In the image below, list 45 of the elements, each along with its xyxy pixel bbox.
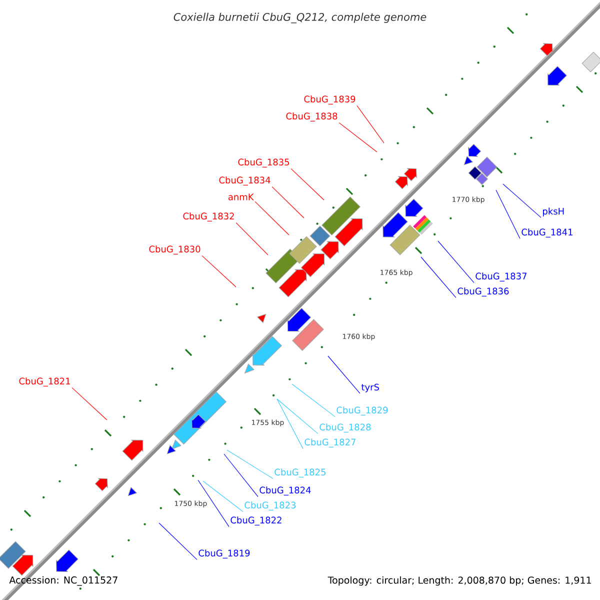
gene-label: CbuG_1834 bbox=[219, 176, 270, 186]
leader-line bbox=[276, 398, 318, 434]
leader-line bbox=[420, 256, 456, 298]
gene-label: CbuG_1836 bbox=[458, 288, 509, 296]
leader-line bbox=[356, 105, 384, 144]
gene-label: CbuG_1823 bbox=[244, 502, 296, 510]
gene-label: CbuG_1827 bbox=[304, 438, 356, 448]
leader-line bbox=[198, 480, 230, 527]
gene-label: CbuG_1837 bbox=[476, 272, 526, 282]
leader-line bbox=[328, 356, 360, 394]
leader-line bbox=[338, 122, 378, 152]
leader-line bbox=[272, 186, 304, 218]
gene-label: CbuG_1835 bbox=[238, 158, 290, 168]
leader-line bbox=[276, 398, 304, 449]
leader-line bbox=[224, 454, 258, 497]
gene-label: CbuG_1829 bbox=[336, 406, 388, 416]
gene-label: CbuG_1819 bbox=[198, 550, 250, 558]
gene-label: CbuG_1841 bbox=[522, 228, 572, 238]
gene-label: CbuG_1824 bbox=[260, 486, 311, 496]
gene-label: CbuG_1828 bbox=[320, 424, 371, 432]
leader-line bbox=[290, 168, 324, 200]
leader-line bbox=[202, 480, 244, 512]
leader-line bbox=[254, 201, 290, 236]
leader-line bbox=[236, 222, 268, 256]
gene-label: CbuG_1838 bbox=[286, 112, 338, 122]
gene-label: CbuG_1830 bbox=[149, 246, 200, 254]
gene-label: CbuG_1821 bbox=[19, 378, 70, 386]
leader-line bbox=[438, 240, 474, 283]
gene-label: CbuG_1825 bbox=[274, 468, 326, 478]
leader-line bbox=[158, 522, 198, 560]
gene-label: anmK bbox=[228, 194, 254, 200]
gene-label: CbuG_1822 bbox=[230, 516, 282, 526]
leader-line bbox=[502, 184, 542, 218]
gene-label: tyrS bbox=[361, 384, 379, 392]
gene-label: pksH bbox=[543, 208, 564, 216]
leader-line bbox=[202, 255, 236, 288]
footer-text: Accession: NC_011527 bbox=[9, 576, 118, 586]
leader-line bbox=[292, 384, 336, 417]
title: Coxiella burnetii CbuG_Q212, complete genome bbox=[174, 12, 426, 24]
leader-line bbox=[496, 190, 520, 239]
footer-text: Topology: circular; Length: 2,008,870 bp; Genes: 1,911 bbox=[328, 576, 591, 586]
gene-label: CbuG_1839 bbox=[304, 96, 356, 104]
leader-line bbox=[226, 450, 274, 479]
leader-line bbox=[72, 387, 108, 420]
gene-label: CbuG_1832 bbox=[183, 212, 234, 222]
